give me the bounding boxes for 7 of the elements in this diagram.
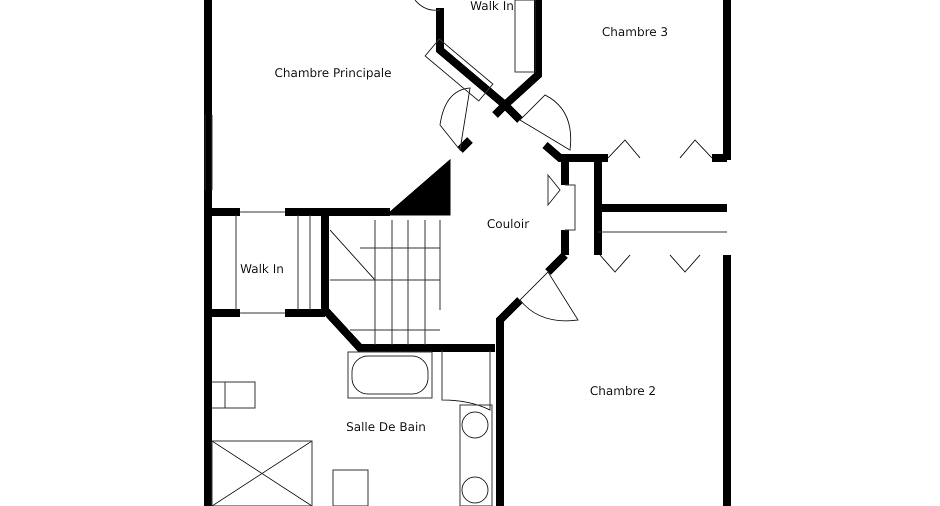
room-label: Chambre 2 xyxy=(590,384,656,398)
room-label: Chambre Principale xyxy=(274,66,392,80)
room-label: Salle De Bain xyxy=(346,420,426,434)
room-label: Couloir xyxy=(486,217,530,231)
room-label: Chambre 3 xyxy=(602,25,668,39)
room-label: Walk In xyxy=(470,0,514,13)
room-label: Walk In xyxy=(240,262,284,276)
